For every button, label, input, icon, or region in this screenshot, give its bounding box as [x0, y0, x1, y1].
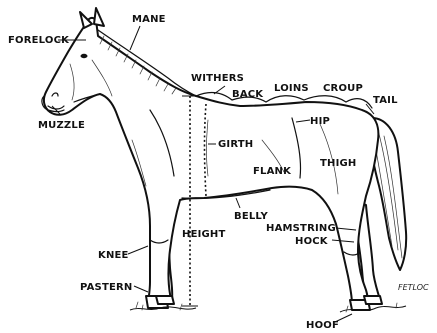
label-pastern: PASTERN: [80, 282, 132, 293]
label-back: BACK: [232, 89, 264, 100]
ear-right: [94, 8, 104, 26]
far-hind-hoof: [364, 296, 382, 304]
label-tail: TAIL: [373, 95, 398, 106]
far-front-hoof: [156, 296, 174, 304]
label-hoof: HOOF: [306, 320, 339, 331]
label-forelock: FORELOCK: [8, 35, 70, 46]
label-mane: MANE: [132, 14, 166, 25]
label-thigh: THIGH: [320, 158, 357, 169]
label-croup: CROUP: [323, 83, 363, 94]
label-flank: FLANK: [253, 166, 292, 177]
label-fetlock: FETLOC: [398, 283, 429, 292]
label-girth: GIRTH: [218, 139, 253, 150]
label-height: HEIGHT: [182, 229, 226, 240]
label-hock: HOCK: [295, 236, 329, 247]
label-muzzle: MUZZLE: [38, 120, 85, 131]
label-hamstring: HAMSTRING: [266, 223, 336, 234]
label-belly: BELLY: [234, 211, 268, 222]
eye: [81, 54, 88, 58]
label-withers: WITHERS: [191, 73, 244, 84]
label-loins: LOINS: [274, 83, 309, 94]
label-hip: HIP: [310, 116, 330, 127]
label-knee: KNEE: [98, 250, 129, 261]
